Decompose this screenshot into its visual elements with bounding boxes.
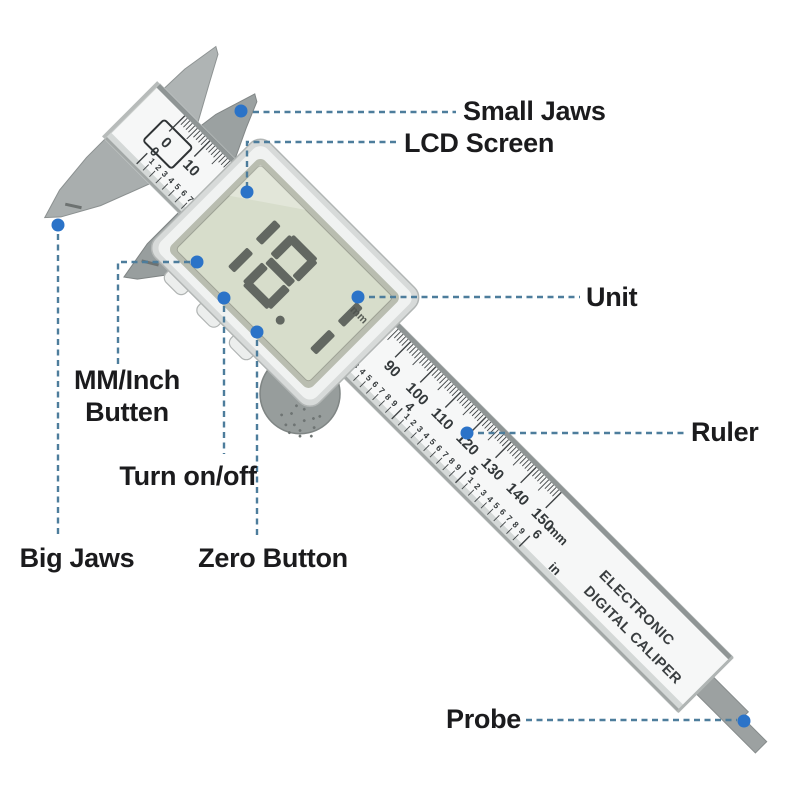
probe-dot: [737, 714, 751, 728]
svg-text:6: 6: [434, 443, 445, 454]
label-mm-inch-line2: Butten: [85, 396, 169, 427]
lcd-digits: [228, 220, 363, 354]
zero-button-dot: [250, 325, 264, 339]
label-turn-on-off: Turn on/off: [119, 461, 257, 491]
vernier-window-frame: [143, 119, 193, 169]
svg-text:4: 4: [485, 494, 496, 505]
label-mm-inch-button: MM/Inch Butten: [74, 365, 180, 429]
svg-text:3: 3: [415, 424, 426, 435]
lcd-screen-connector: [245, 140, 396, 192]
svg-text:7: 7: [440, 449, 451, 460]
svg-text:9: 9: [389, 398, 400, 409]
svg-text:8: 8: [447, 456, 458, 467]
svg-text:5: 5: [173, 181, 184, 192]
label-unit: Unit: [586, 282, 638, 312]
caliper-device: 0102030405060708090100110120130140150mm0…: [43, 45, 768, 754]
label-mm-inch-line1: MM/Inch: [74, 365, 180, 395]
unit-dot: [351, 290, 365, 304]
turn-on-off-dot: [217, 291, 231, 305]
svg-text:5: 5: [428, 436, 439, 447]
ruler-dot: [460, 426, 474, 440]
beam-end-face: [676, 655, 734, 713]
label-lcd-screen: LCD Screen: [404, 128, 555, 158]
svg-text:7: 7: [504, 513, 515, 524]
svg-text:3: 3: [160, 169, 171, 180]
svg-text:4: 4: [166, 175, 177, 186]
svg-text:6: 6: [370, 379, 381, 390]
svg-text:9: 9: [453, 462, 464, 473]
svg-text:2: 2: [472, 481, 483, 492]
svg-text:2: 2: [408, 417, 419, 428]
screen-glare: [229, 164, 306, 210]
svg-text:1: 1: [466, 475, 477, 486]
big-jaw-fixed-notch: [64, 202, 82, 210]
svg-text:5: 5: [491, 500, 502, 511]
label-small-jaws: Small Jaws: [463, 96, 606, 126]
mm-inch-button-dot: [190, 255, 204, 269]
svg-text:8: 8: [383, 392, 394, 403]
svg-text:3: 3: [479, 487, 490, 498]
lcd-screen-dot: [240, 185, 254, 199]
mm-inch-button-connector: [116, 260, 190, 364]
label-ruler: Ruler: [691, 417, 759, 447]
svg-text:7: 7: [377, 385, 388, 396]
label-probe: Probe: [446, 704, 522, 734]
svg-text:8: 8: [510, 519, 521, 530]
annotation-connectors: [56, 110, 737, 722]
beam-end-cap: [102, 81, 162, 141]
svg-text:5: 5: [364, 373, 375, 384]
svg-text:6: 6: [498, 507, 509, 518]
big-jaws-dot: [51, 218, 65, 232]
svg-text:2: 2: [153, 162, 164, 173]
label-big-jaws: Big Jaws: [19, 543, 135, 573]
svg-text:4: 4: [421, 430, 432, 441]
svg-text:1: 1: [402, 411, 413, 422]
annotation-dots: [51, 104, 751, 728]
small-jaws-dot: [234, 104, 248, 118]
svg-text:1: 1: [147, 156, 158, 167]
label-zero-button: Zero Button: [198, 543, 348, 573]
svg-text:7: 7: [185, 194, 196, 205]
svg-text:6: 6: [179, 188, 190, 199]
svg-text:4: 4: [357, 366, 368, 377]
svg-text:9: 9: [517, 526, 528, 537]
